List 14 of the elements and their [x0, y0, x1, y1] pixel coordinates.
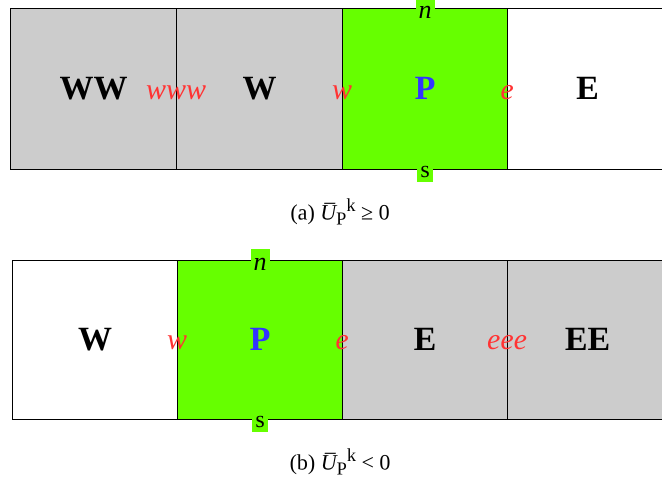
cell-label: W — [242, 70, 276, 108]
figure-caption: (b) U̅$_{P}$$^{k}$ < 0 — [290, 446, 390, 478]
cell-label: WW — [60, 70, 128, 108]
cell-label: E — [414, 321, 436, 359]
face-label: e — [500, 75, 514, 105]
cell-label: E — [576, 70, 599, 108]
face-label: w — [332, 75, 352, 105]
figure-caption: (a) U̅$_{P}$$^{k}$ ≥ 0 — [290, 196, 390, 228]
face-label: w — [166, 325, 187, 355]
cell-label: P — [250, 321, 270, 359]
face-label: e — [335, 325, 349, 355]
cell-label: P — [414, 70, 436, 108]
cell-label: EE — [564, 321, 610, 359]
cell-label: W — [78, 321, 112, 359]
